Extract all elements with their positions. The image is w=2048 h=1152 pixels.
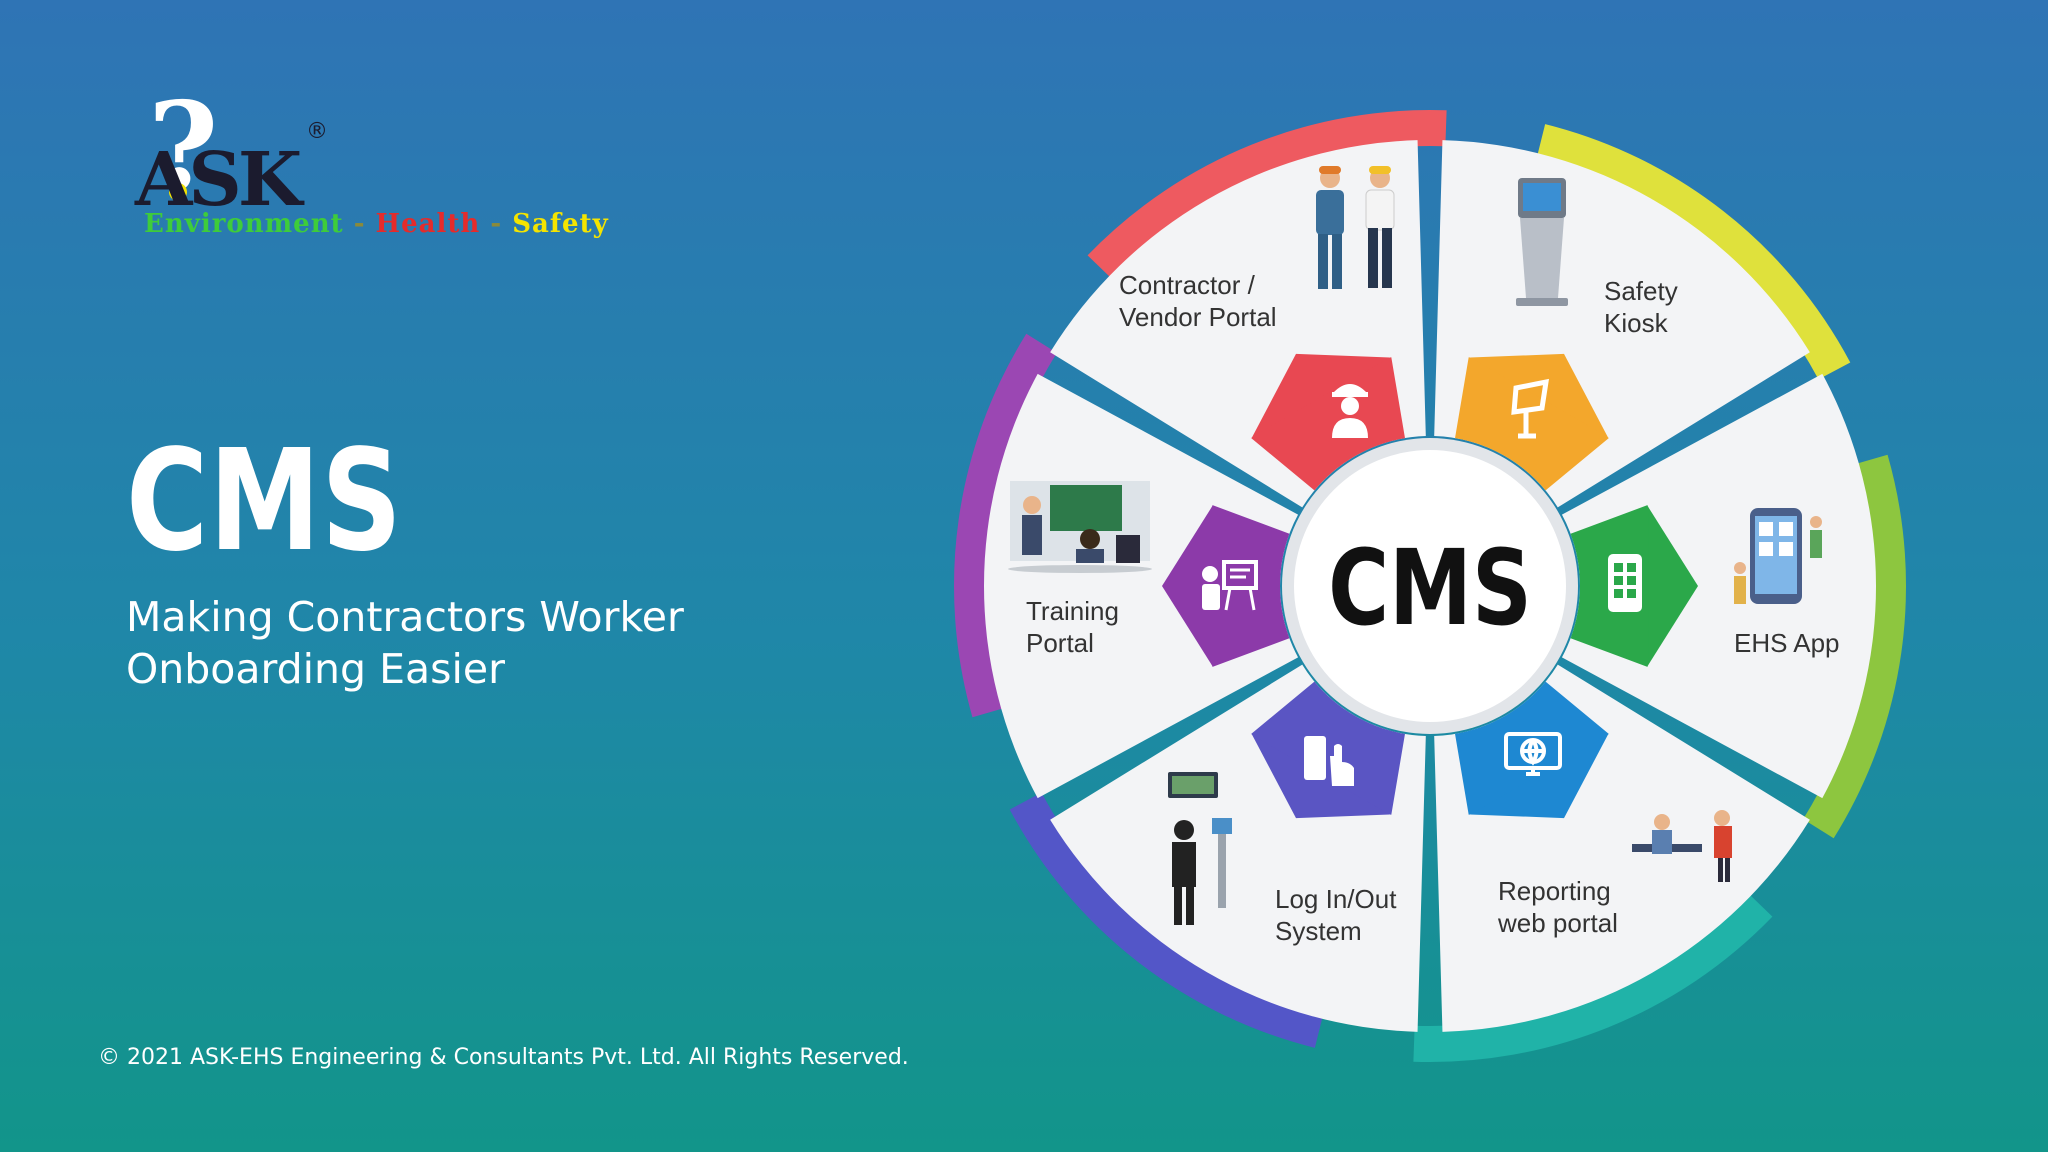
copyright-notice: © 2021 ASK-EHS Engineering & Consultants… bbox=[98, 1045, 909, 1070]
page-subtitle: Making Contractors Worker Onboarding Eas… bbox=[126, 593, 684, 693]
worker-icon bbox=[1332, 384, 1368, 438]
outer-arc-2 bbox=[1803, 454, 1906, 839]
kiosk-icon bbox=[1511, 378, 1550, 439]
tagline-sep-1: - bbox=[354, 209, 366, 239]
arrow-0 bbox=[1252, 353, 1390, 437]
arrow-5 bbox=[1162, 506, 1212, 666]
mobile-app-icon bbox=[1608, 554, 1642, 612]
inner-segment-4 bbox=[1251, 681, 1405, 815]
segment-label-training-2: Portal bbox=[1026, 628, 1094, 658]
inner-segment-0 bbox=[1251, 357, 1405, 491]
segment-label-reporting: Reporting bbox=[1498, 876, 1611, 906]
outer-arc-5 bbox=[954, 333, 1057, 718]
inner-segment-3 bbox=[1455, 681, 1609, 815]
outer-arc-1 bbox=[1536, 124, 1851, 380]
safety-kiosk-illustration bbox=[1516, 178, 1568, 306]
training-illustration bbox=[1008, 481, 1152, 573]
center-hub bbox=[1294, 450, 1566, 722]
center-label: CMS bbox=[1328, 529, 1532, 649]
page-title: CMS bbox=[126, 420, 403, 583]
arrow-2 bbox=[1648, 506, 1698, 666]
reporting-illustration bbox=[1632, 810, 1732, 882]
white-segment-5 bbox=[983, 373, 1299, 799]
segment-label-training: Training bbox=[1026, 596, 1119, 626]
contractor-workers-illustration bbox=[1316, 166, 1395, 289]
logo-tagline: Environment - Health - Safety bbox=[144, 209, 609, 239]
tagline-safety: Safety bbox=[512, 209, 608, 239]
inner-segment-1 bbox=[1455, 357, 1609, 491]
company-logo: ? ASK ® Environment - Health - Safety bbox=[134, 80, 609, 239]
segment-label-contractor-portal: Contractor / bbox=[1119, 270, 1256, 300]
arrow-3 bbox=[1470, 735, 1608, 819]
segment-label-login-2: System bbox=[1275, 916, 1362, 946]
tagline-sep-2: - bbox=[490, 209, 502, 239]
globe-monitor-icon bbox=[1504, 732, 1562, 776]
biometric-icon bbox=[1304, 736, 1354, 786]
segment-label-safety-kiosk-2: Kiosk bbox=[1604, 308, 1669, 338]
logo-registered: ® bbox=[306, 119, 328, 144]
tagline-environment: Environment bbox=[144, 209, 344, 239]
logo-dot bbox=[169, 183, 187, 201]
segment-label-safety-kiosk: Safety bbox=[1604, 276, 1678, 306]
segment-label-reporting-2: web portal bbox=[1497, 908, 1618, 938]
logo-letters: ASK bbox=[134, 137, 305, 223]
arrow-1 bbox=[1470, 353, 1608, 437]
segment-label-ehs-app: EHS App bbox=[1734, 628, 1840, 658]
outer-arc-4 bbox=[1009, 792, 1324, 1048]
segment-label-login: Log In/Out bbox=[1275, 884, 1397, 914]
cms-wheel-diagram: Contractor / Vendor Portal Safety Kiosk … bbox=[954, 109, 1906, 1062]
ehs-app-illustration bbox=[1734, 508, 1822, 604]
presentation-icon bbox=[1202, 560, 1258, 611]
segment-label-contractor-portal-2: Vendor Portal bbox=[1119, 302, 1277, 332]
login-system-illustration bbox=[1168, 772, 1232, 925]
tagline-health: Health bbox=[376, 209, 481, 239]
white-segment-2 bbox=[1561, 373, 1876, 799]
